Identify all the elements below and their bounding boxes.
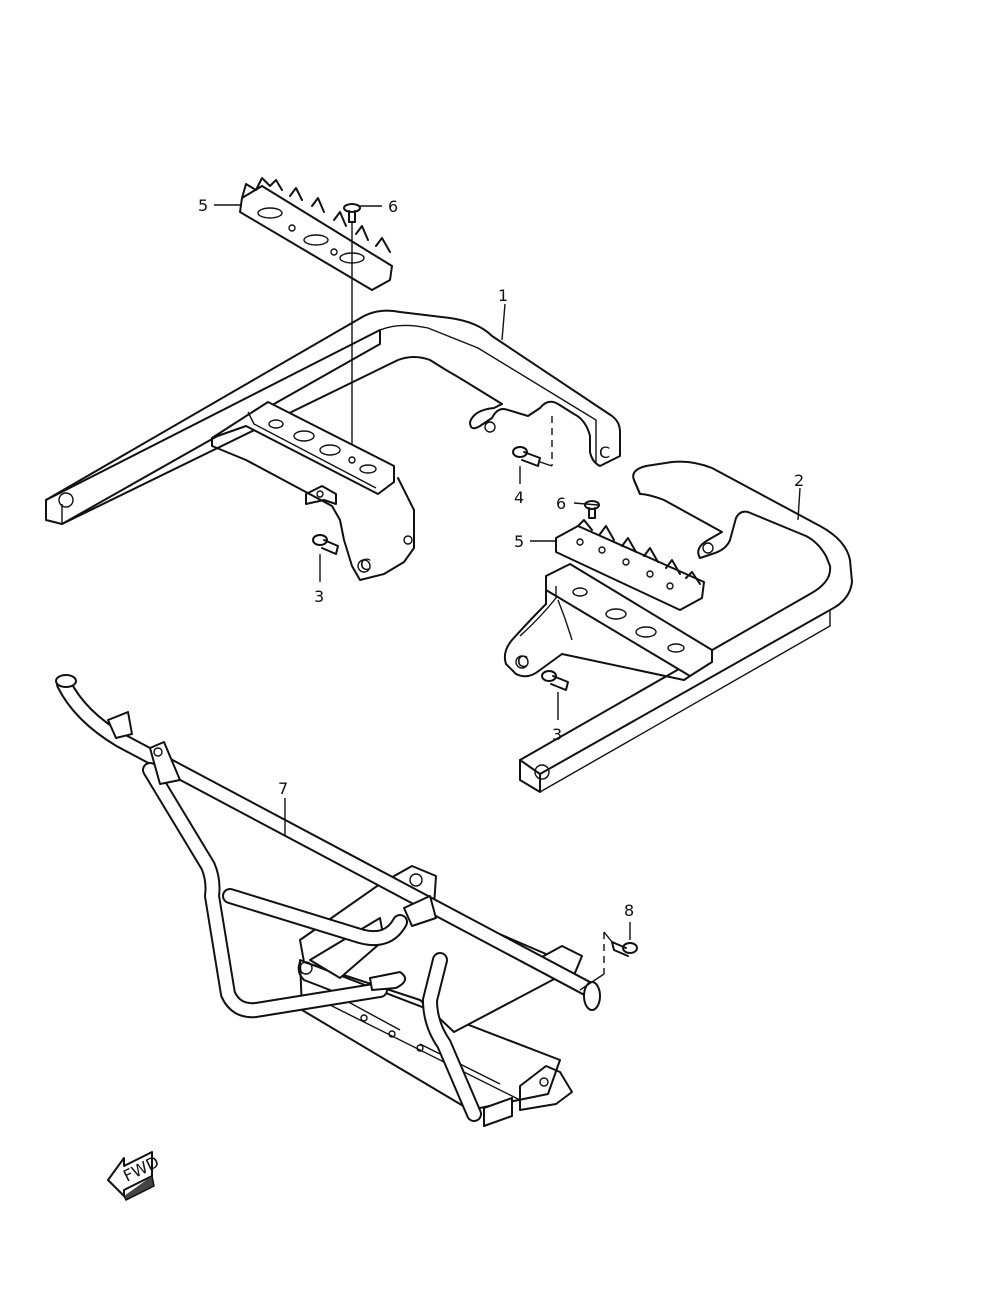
bolt-8 [579,922,638,991]
callout-3-right: 3 [552,725,562,744]
callout-8: 8 [624,901,634,920]
callout-6-upper: 6 [388,197,398,216]
callout-1: 1 [498,286,508,305]
footpeg-plate-upper [239,177,393,291]
stamp-letter-part1-bracket: C [360,555,371,574]
stamp-letter-part1: C [599,443,610,462]
callout-3-left: 3 [314,587,324,606]
callout-5-lower: 5 [514,532,524,551]
bolt-3-left [312,534,339,582]
footpeg-plate-lower [555,519,705,611]
callout-7: 7 [278,779,288,798]
callout-5-upper: 5 [198,196,208,215]
bolt-4 [512,416,553,484]
screw-upper [343,203,361,460]
footrest-frame-right: C [503,460,853,793]
callout-2: 2 [794,471,804,490]
bolt-3-right [541,670,569,720]
footrest-frame-left: C C [45,309,621,581]
stamp-letter-part2: C [517,652,528,671]
callout-6-lower: 6 [556,494,566,513]
callout-4: 4 [514,488,524,507]
screw-lower [584,500,600,519]
callout-labels: 1 2 3 3 4 5 5 6 6 7 8 [198,196,804,920]
callout-leaders [214,204,801,836]
fwd-arrow-icon: FWD [107,1151,162,1202]
front-guard-frame [55,674,601,1127]
